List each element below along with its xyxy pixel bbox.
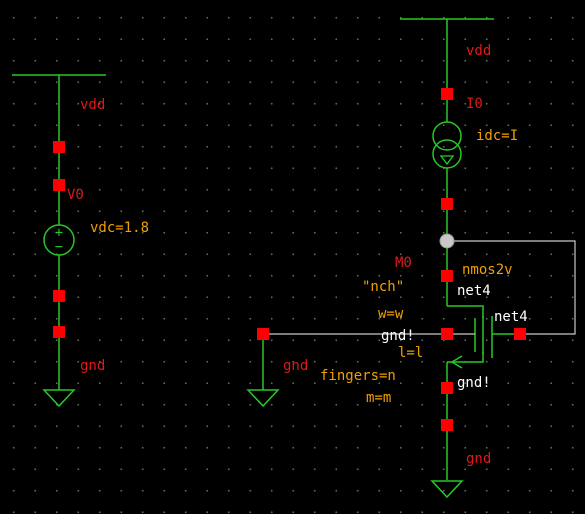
pin-gate-ground[interactable] bbox=[257, 328, 269, 340]
source-stub bbox=[447, 352, 484, 363]
gate-ground-node[interactable]: gnd bbox=[246, 328, 308, 408]
pin-gnd-right[interactable] bbox=[441, 419, 453, 431]
drain-stub bbox=[447, 305, 484, 318]
vdd-net-label-right: vdd bbox=[466, 43, 491, 59]
pin-vdd-right[interactable] bbox=[441, 88, 453, 100]
gnd-net-label-left: gnd bbox=[80, 358, 105, 374]
isource-instance-name: I0 bbox=[466, 96, 483, 112]
gnd-net-label-right: gnd bbox=[466, 451, 491, 467]
nmos-m0[interactable]: M0 nmos2v "nch" net4 w=w net4 gnd! l=l f… bbox=[263, 233, 576, 499]
vsource-dc-param: vdc=1.8 bbox=[90, 220, 149, 236]
nmos-source-net: gnd! bbox=[457, 375, 491, 391]
selected-node-marker[interactable] bbox=[439, 233, 455, 249]
vdd-net-label-left: vdd bbox=[80, 97, 105, 113]
isource-arrow-icon bbox=[439, 155, 455, 166]
nmos-drain-net: net4 bbox=[457, 283, 491, 299]
pin-vsource-minus[interactable] bbox=[53, 290, 65, 302]
nmos-cell-name: nmos2v bbox=[462, 262, 513, 278]
isource-dc-param: idc=I bbox=[476, 128, 518, 144]
vsource-minus-sign: − bbox=[55, 239, 63, 255]
nmos-bulk-net: net4 bbox=[494, 309, 528, 325]
pin-isource-minus[interactable] bbox=[441, 198, 453, 210]
nmos-gate-net: gnd! bbox=[381, 328, 415, 344]
pin-vdd-left[interactable] bbox=[53, 141, 65, 153]
gnd-net-label-middle: gnd bbox=[283, 358, 308, 374]
pin-vsource-plus[interactable] bbox=[53, 179, 65, 191]
vsource-v0[interactable]: + − vdd V0 vdc=1.8 gnd bbox=[12, 74, 149, 408]
nmos-model-name: "nch" bbox=[362, 279, 404, 295]
source-arrow-icon bbox=[450, 355, 463, 369]
pin-nmos-source[interactable] bbox=[441, 382, 453, 394]
drain-bulk-wire bbox=[447, 240, 576, 335]
ground-symbol-middle bbox=[246, 389, 280, 408]
isource-i0[interactable]: vdd I0 idc=I bbox=[400, 18, 518, 241]
vsource-plus-sign: + bbox=[55, 225, 63, 241]
pin-gnd-left[interactable] bbox=[53, 326, 65, 338]
nmos-length-param: l=l bbox=[398, 345, 423, 361]
vsource-instance-name: V0 bbox=[67, 187, 84, 203]
nmos-width-param: w=w bbox=[378, 306, 404, 322]
nmos-multiplier-param: m=m bbox=[366, 390, 391, 406]
ground-symbol-right bbox=[430, 480, 464, 499]
nmos-fingers-param: fingers=n bbox=[320, 368, 396, 384]
pin-nmos-bulk[interactable] bbox=[514, 328, 526, 340]
ground-symbol-left bbox=[42, 389, 76, 408]
pin-nmos-drain[interactable] bbox=[441, 270, 453, 282]
isource-body-upper bbox=[432, 121, 462, 151]
pin-nmos-gate[interactable] bbox=[441, 328, 453, 340]
nmos-instance-name: M0 bbox=[395, 255, 412, 271]
